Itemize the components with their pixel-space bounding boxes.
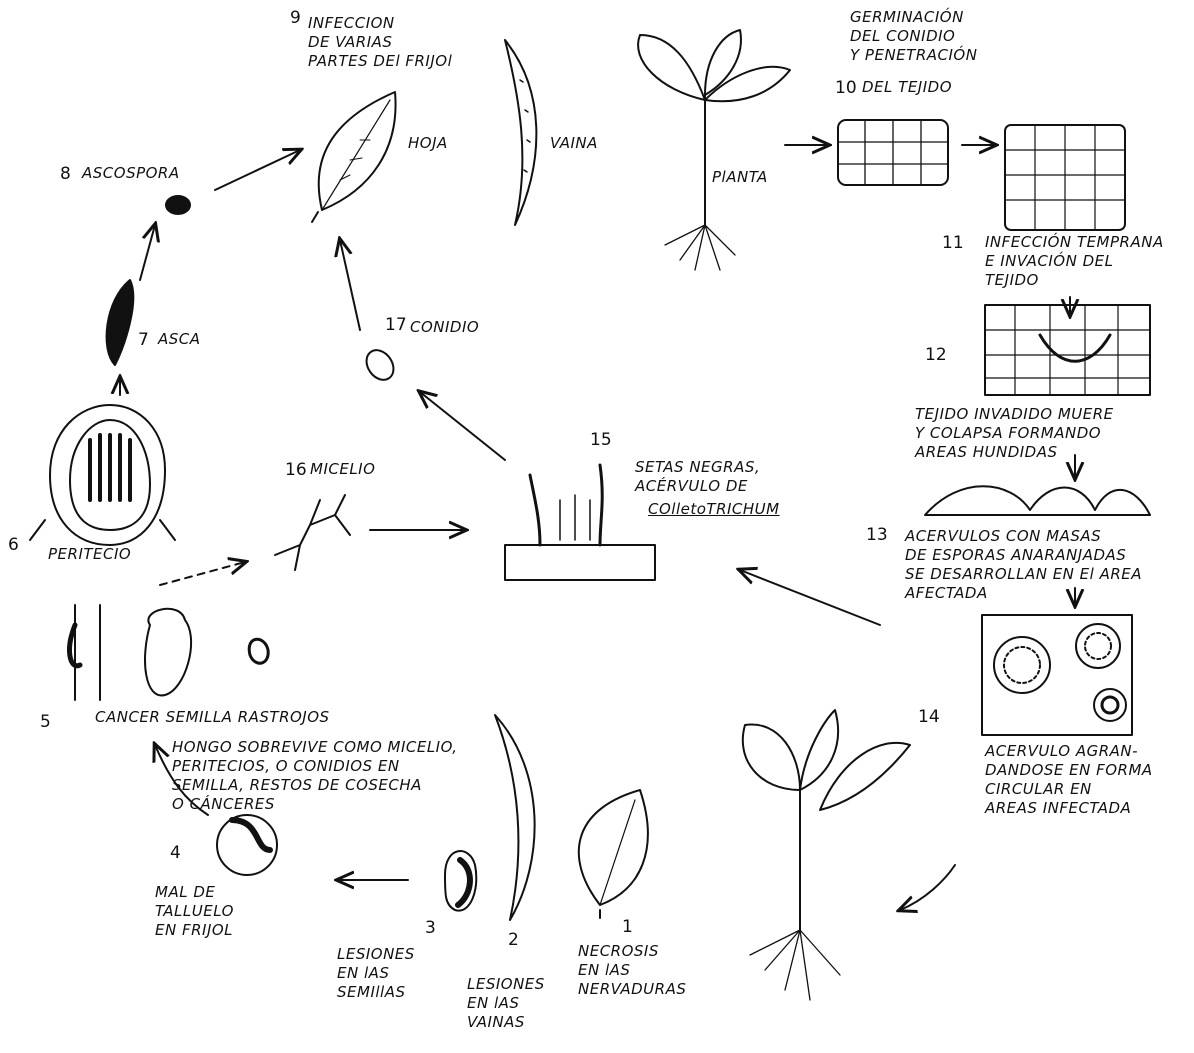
stage-2-label: LESIONES EN lAS VAINAS (467, 975, 545, 1032)
arrow-7-to-8 (140, 225, 155, 280)
stage-7-label: ASCA (158, 330, 201, 349)
stage-9-label: INFECCION DE VARIAS PARTES DEl FRIJOl (308, 14, 452, 71)
ascospore-illustration (166, 196, 190, 214)
arrow-8-to-9 (215, 150, 300, 190)
leaf-label: HOJA (408, 134, 448, 153)
stage-number-2: 2 (508, 930, 519, 950)
stage-13-label: ACERVULOS CON MASAS DE ESPORAS ANARANJAD… (905, 527, 1142, 603)
stage-number-10: 10 (835, 78, 857, 98)
mycelium-illustration (275, 495, 350, 570)
stage-number-12: 12 (925, 345, 947, 365)
stage-number-11: 11 (942, 233, 964, 253)
stage-15-label: SETAS NEGRAS, ACÉRVULO DE (635, 458, 760, 496)
stage-15-genus: COlletoTRICHUM (648, 500, 780, 519)
sunken-areas-13 (925, 486, 1150, 515)
stage-5-label: CANCER SEMILLA RASTROJOS (95, 708, 330, 727)
stage-6-label: PERITECIO (48, 545, 131, 564)
conidium-illustration (361, 345, 399, 385)
stage-1-label: NECROSIS EN lAS NERVADURAS (578, 942, 686, 999)
stage-number-17: 17 (385, 315, 407, 335)
stage-10-label-bottom: DEL TEJIDO (862, 78, 952, 97)
stage-number-8: 8 (60, 164, 71, 184)
stage-4-label: MAL DE TALLUELO EN FRIJOL (155, 883, 234, 940)
stage-number-5: 5 (40, 712, 51, 732)
plant-lower-illustration (743, 710, 910, 1000)
stage-17-label: CONIDIO (410, 318, 479, 337)
stage-number-15: 15 (590, 430, 612, 450)
arrow-14-to-15 (740, 570, 880, 625)
stage-12-label: TEJIDO INVADIDO MUERE Y COLAPSA FORMANDO… (915, 405, 1114, 462)
stage-number-13: 13 (866, 525, 888, 545)
arrow-5-to-16 (160, 562, 245, 585)
survival-items-5 (70, 605, 269, 700)
stage-number-7: 7 (138, 330, 149, 350)
arrow-17-to-9 (340, 240, 360, 330)
perithecium-illustration (30, 405, 175, 545)
pod-label: VAINA (550, 134, 598, 153)
stage-number-9: 9 (290, 8, 301, 28)
stage-10-label-top: GERMINACIÓN DEL CONIDIO Y PENETRACIÓN (850, 8, 977, 65)
stage-number-3: 3 (425, 918, 436, 938)
stage-8-label: ASCOSPORA (82, 164, 180, 183)
stage-number-1: 1 (622, 917, 633, 937)
stage-16-label: MICELIO (310, 460, 375, 479)
pod-illustration (505, 40, 536, 225)
arrow-cycle-to-1 (900, 865, 955, 910)
stage-number-16: 16 (285, 460, 307, 480)
stage-3-label: LESIONES EN lAS SEMIllAS (337, 945, 415, 1002)
plant-illustration (638, 30, 790, 270)
stage-number-6: 6 (8, 535, 19, 555)
pod-lesions-2 (495, 715, 535, 920)
leaf-necrosis-1 (579, 790, 648, 918)
ascus-illustration (107, 280, 134, 365)
stage-number-14: 14 (918, 707, 940, 727)
plant-label: PlANTA (712, 168, 768, 187)
stage-11-label: INFECCIÓN TEMPRANA E INVACIÓN DEL TEJIDO (985, 233, 1164, 290)
arrow-15-to-17 (420, 392, 505, 460)
acervulus-illustration (505, 465, 655, 580)
stage-number-4: 4 (170, 843, 181, 863)
tissue-cells-10 (838, 120, 948, 185)
seed-lesions-3 (445, 851, 476, 911)
acervuli-box-14 (982, 615, 1132, 735)
tissue-cells-12 (985, 305, 1150, 395)
tissue-cells-11 (1005, 125, 1125, 230)
seed-damping-off-4 (217, 815, 277, 875)
leaf-illustration (312, 92, 396, 222)
stage-14-label: ACERVULO AGRAN- DANDOSE EN FORMA CIRCULA… (985, 742, 1153, 818)
stage-5-survival-note: HONGO SOBREVIVE COMO MICELIO, PERITECIOS… (172, 738, 458, 814)
